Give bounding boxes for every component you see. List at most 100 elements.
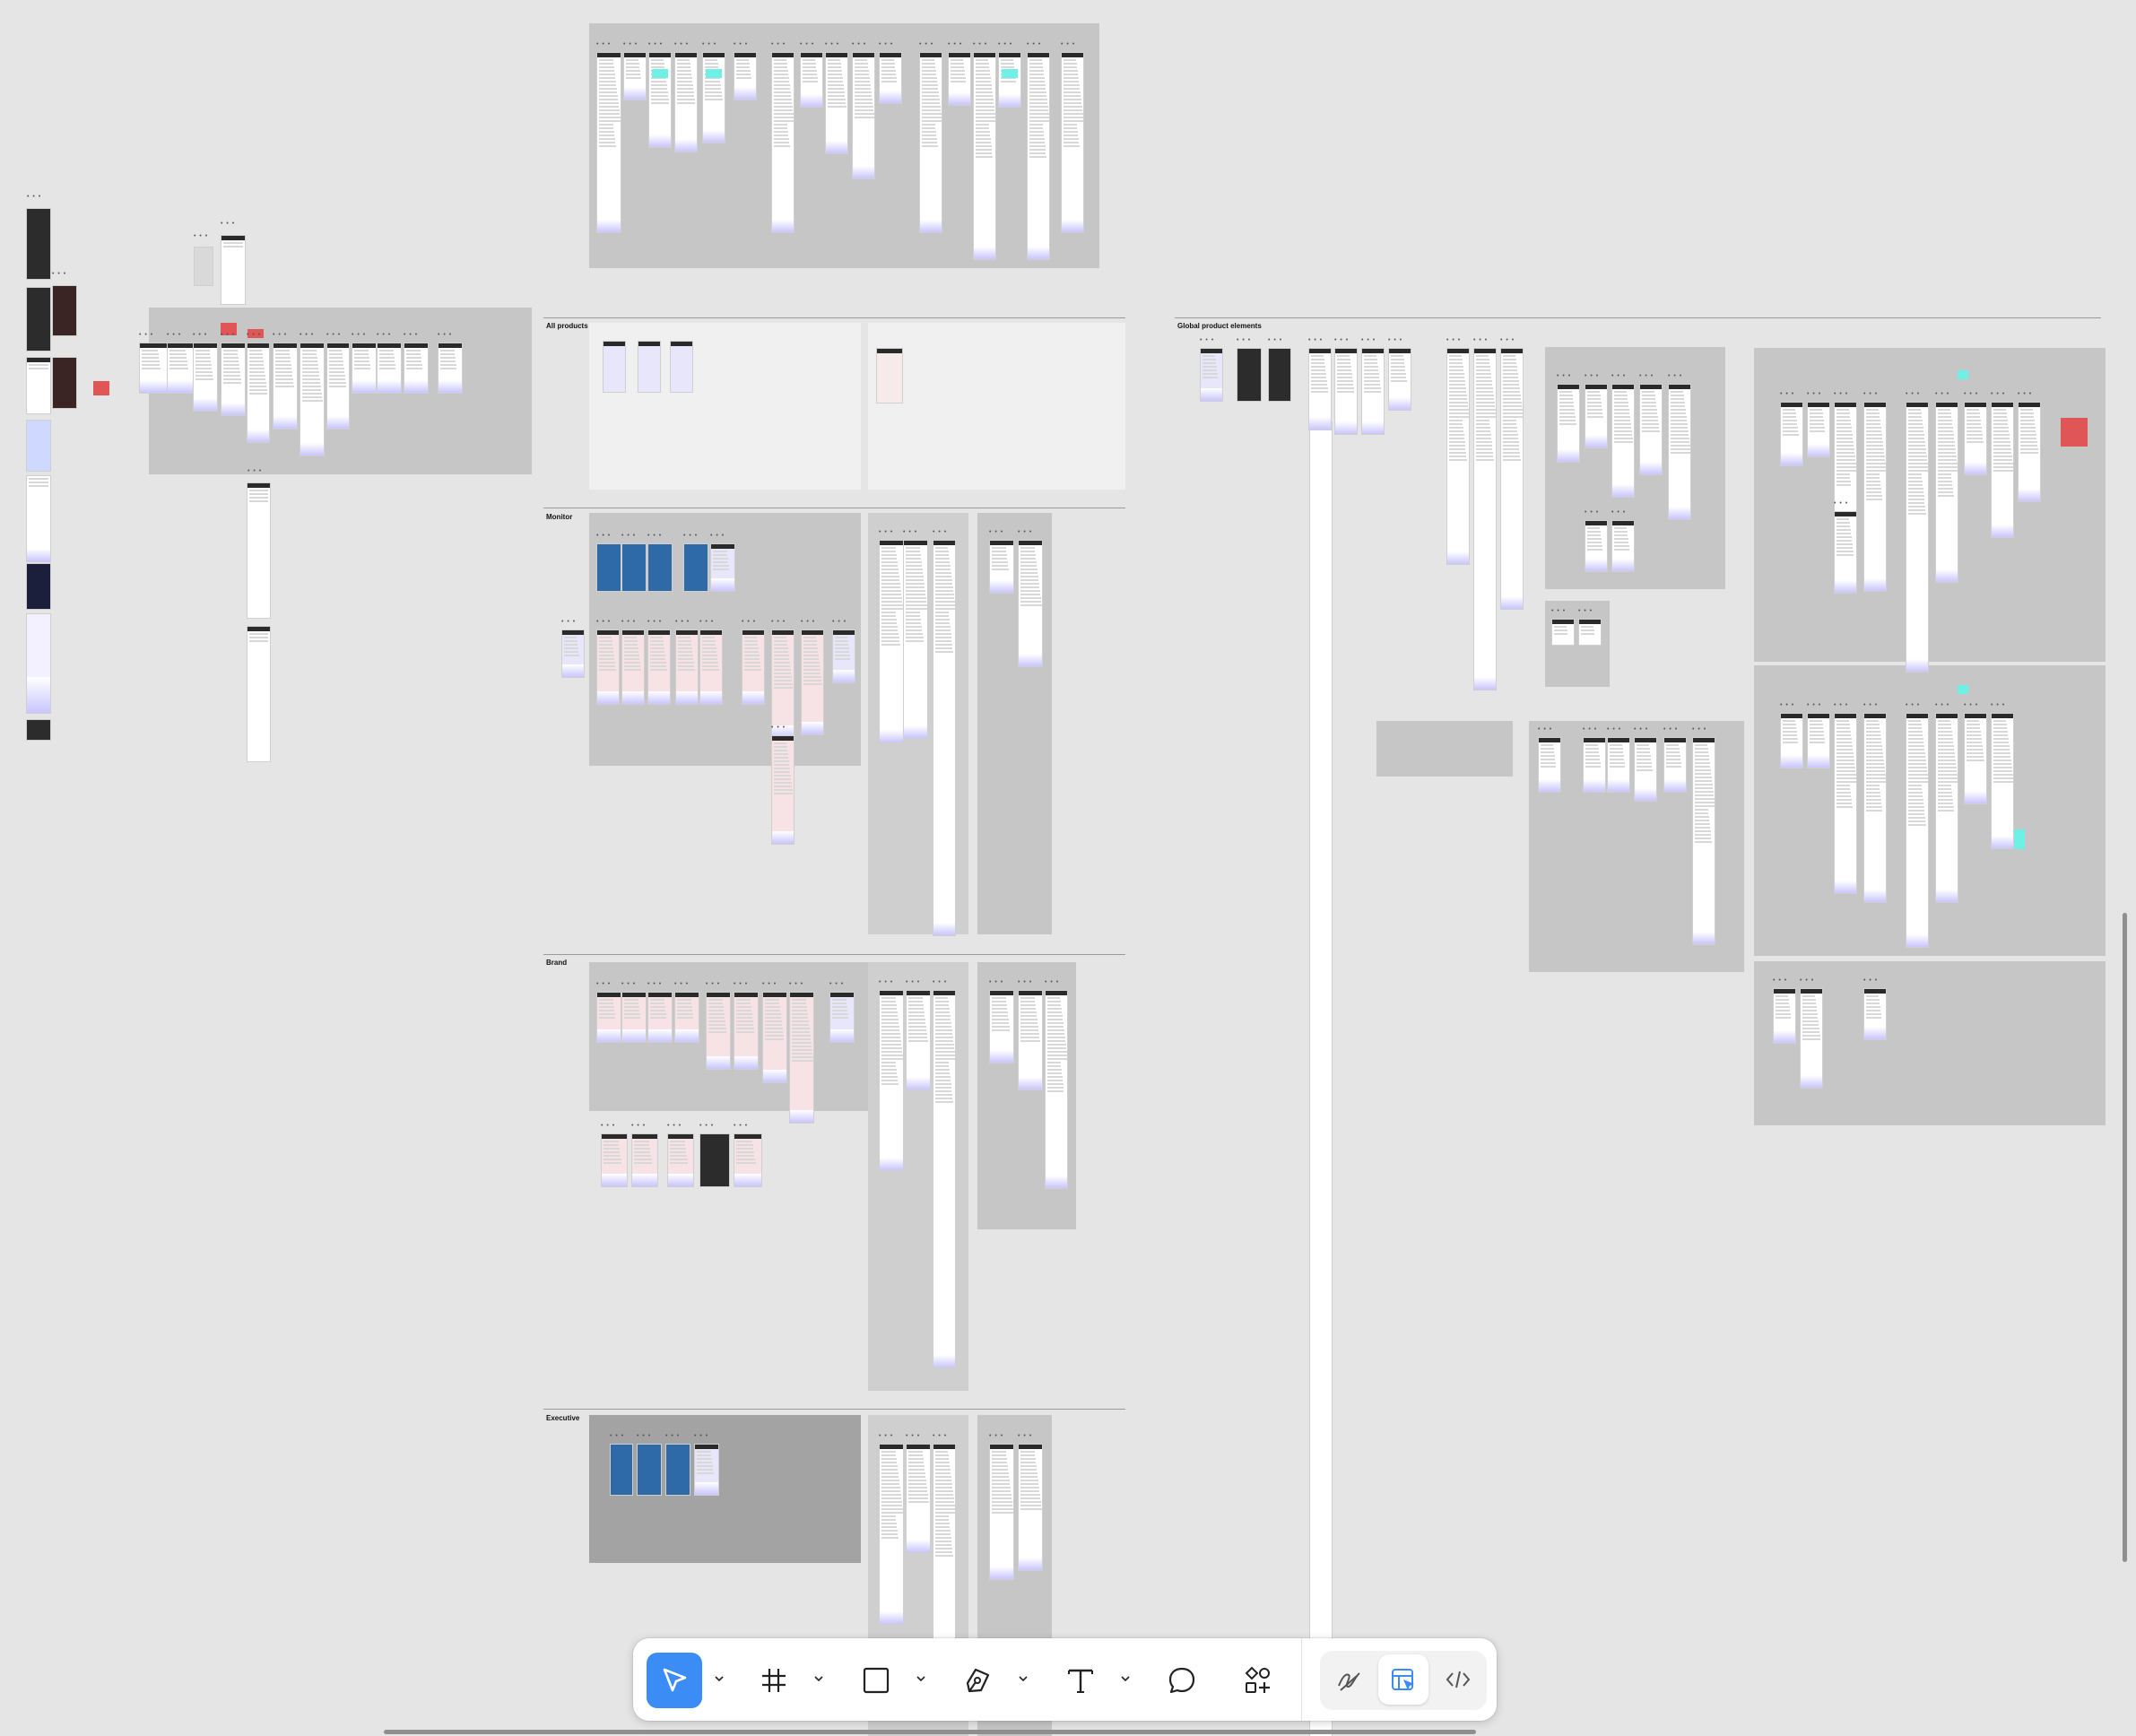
frame-thumbnail[interactable] — [1807, 713, 1830, 768]
frame-thumbnail[interactable] — [674, 52, 698, 152]
frame-thumbnail[interactable] — [26, 719, 51, 741]
frame-thumbnail[interactable] — [1538, 737, 1561, 793]
sticky-note-cyan[interactable] — [1958, 685, 1968, 694]
frame-thumbnail[interactable] — [1473, 348, 1497, 690]
frame-thumbnail[interactable] — [1334, 348, 1358, 435]
frame-thumbnail[interactable] — [221, 235, 246, 305]
frame-thumbnail[interactable] — [26, 287, 51, 352]
horizontal-scrollbar[interactable] — [384, 1730, 1476, 1734]
frame-thumbnail[interactable] — [670, 341, 693, 393]
frame-thumbnail[interactable] — [933, 990, 956, 1368]
frame-thumbnail[interactable] — [167, 343, 195, 394]
frame-thumbnail[interactable] — [26, 475, 51, 562]
frame-thumbnail[interactable] — [603, 341, 626, 393]
frame-thumbnail[interactable] — [1061, 52, 1084, 233]
frame-thumbnail[interactable] — [193, 343, 218, 412]
frame-thumbnail[interactable] — [26, 563, 51, 610]
frame-thumbnail[interactable] — [1991, 713, 2014, 849]
frame-thumbnail[interactable] — [734, 1133, 762, 1187]
frame-thumbnail[interactable] — [989, 540, 1014, 594]
frame-thumbnail[interactable] — [771, 629, 794, 739]
frame-group[interactable] — [589, 1415, 861, 1563]
frame-thumbnail[interactable] — [26, 357, 51, 414]
frame-thumbnail[interactable] — [139, 343, 168, 394]
frame-thumbnail[interactable] — [1611, 384, 1635, 498]
frame-thumbnail[interactable] — [906, 1444, 931, 1553]
frame-thumbnail[interactable] — [1692, 737, 1715, 945]
frame-group[interactable] — [1376, 721, 1513, 777]
frame-thumbnail[interactable] — [1027, 52, 1050, 260]
frame-thumbnail[interactable] — [1964, 402, 1987, 475]
frame-thumbnail[interactable] — [1800, 988, 1823, 1089]
frame-thumbnail[interactable] — [879, 990, 904, 1171]
frame-thumbnail[interactable] — [919, 52, 942, 233]
frame-thumbnail[interactable] — [1863, 402, 1887, 592]
text-tool-dropdown[interactable] — [1119, 1672, 1132, 1685]
draw-mode-button[interactable] — [1324, 1654, 1374, 1705]
frame-thumbnail[interactable] — [596, 992, 621, 1043]
frame-thumbnail[interactable] — [906, 990, 931, 1090]
frame-thumbnail[interactable] — [1906, 402, 1929, 673]
frame-thumbnail[interactable] — [998, 52, 1021, 108]
frame-thumbnail[interactable] — [1964, 713, 1987, 804]
frame-thumbnail[interactable] — [1807, 402, 1830, 457]
frame-thumbnail[interactable] — [829, 992, 855, 1043]
sticky-note-cyan[interactable] — [2014, 829, 2025, 849]
frame-thumbnail[interactable] — [1935, 402, 1958, 583]
frame-thumbnail[interactable] — [665, 1444, 690, 1496]
frame-thumbnail[interactable] — [710, 543, 735, 592]
frame-thumbnail[interactable] — [637, 1444, 662, 1496]
frame-thumbnail[interactable] — [734, 992, 759, 1070]
frame-tool-button[interactable] — [746, 1653, 802, 1708]
actions-tool-button[interactable] — [1230, 1653, 1286, 1708]
frame-thumbnail[interactable] — [1663, 737, 1687, 793]
frame-thumbnail[interactable] — [801, 629, 824, 735]
frame-thumbnail[interactable] — [377, 343, 402, 394]
frame-thumbnail[interactable] — [1361, 348, 1385, 435]
comment-tool-button[interactable] — [1154, 1653, 1210, 1708]
frame-group[interactable] — [1754, 665, 2106, 956]
frame-group[interactable] — [1754, 348, 2106, 662]
frame-thumbnail[interactable] — [1583, 737, 1606, 793]
frame-thumbnail[interactable] — [1863, 988, 1887, 1040]
frame-thumbnail[interactable] — [621, 629, 645, 705]
sticky-note-cyan[interactable] — [1958, 370, 1968, 379]
frame-thumbnail[interactable] — [623, 52, 647, 100]
frame-thumbnail[interactable] — [800, 52, 823, 108]
frame-thumbnail[interactable] — [1639, 384, 1663, 475]
pen-tool-dropdown[interactable] — [1017, 1672, 1029, 1685]
frame-thumbnail[interactable] — [1018, 540, 1043, 667]
design-mode-button[interactable] — [1378, 1654, 1428, 1705]
pen-tool-button[interactable] — [951, 1653, 1006, 1708]
frame-thumbnail[interactable] — [1018, 990, 1043, 1090]
frame-group[interactable] — [868, 323, 1125, 490]
frame-thumbnail[interactable] — [621, 543, 647, 592]
frame-thumbnail[interactable] — [852, 52, 875, 179]
frame-thumbnail[interactable] — [601, 1133, 628, 1187]
frame-thumbnail[interactable] — [832, 629, 855, 683]
text-tool-button[interactable] — [1053, 1653, 1108, 1708]
frame-thumbnail[interactable] — [1388, 348, 1411, 411]
frame-thumbnail[interactable] — [1585, 520, 1608, 572]
frame-thumbnail[interactable] — [762, 992, 787, 1083]
frame-thumbnail[interactable] — [1268, 348, 1291, 402]
frame-thumbnail[interactable] — [1551, 619, 1575, 646]
frame-thumbnail[interactable] — [694, 1444, 719, 1496]
frame-thumbnail[interactable] — [561, 629, 585, 678]
frame-thumbnail[interactable] — [1200, 348, 1223, 402]
frame-thumbnail[interactable] — [989, 990, 1014, 1063]
frame-thumbnail[interactable] — [638, 341, 661, 393]
frame-thumbnail[interactable] — [933, 540, 956, 936]
frame-thumbnail[interactable] — [596, 52, 621, 233]
frame-thumbnail[interactable] — [683, 543, 708, 592]
frame-thumbnail[interactable] — [948, 52, 971, 106]
frame-thumbnail[interactable] — [1611, 520, 1635, 572]
frame-thumbnail[interactable] — [1607, 737, 1630, 793]
frame-thumbnail[interactable] — [247, 343, 270, 443]
frame-thumbnail[interactable] — [1634, 737, 1657, 802]
frame-thumbnail[interactable] — [1585, 384, 1608, 448]
frame-group[interactable] — [589, 323, 861, 490]
sticky-note-red[interactable] — [93, 381, 109, 395]
frame-thumbnail[interactable] — [876, 348, 903, 404]
shape-tool-button[interactable] — [848, 1653, 904, 1708]
